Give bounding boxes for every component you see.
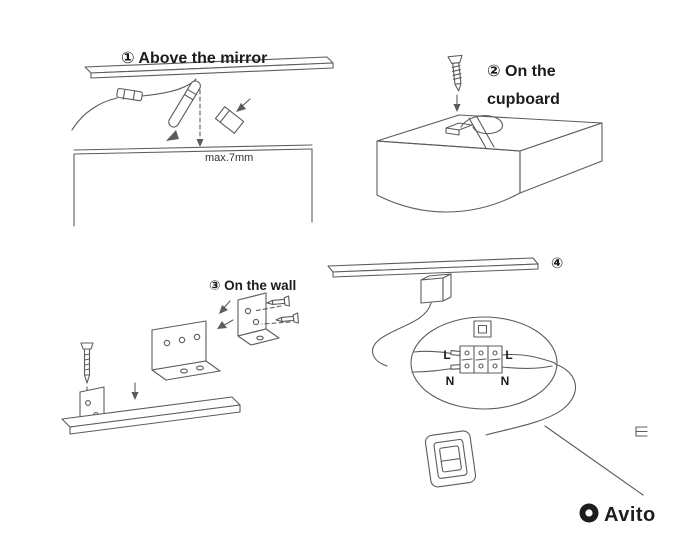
panel1-title: ① Above the mirror	[121, 50, 267, 67]
terminal-label-l-left: L	[443, 348, 450, 362]
lamp-arm	[168, 80, 201, 128]
above-mirror-drawing: max.7mm	[71, 56, 334, 227]
terminal-label-n-right: N	[501, 374, 510, 388]
wall-screw-icon	[80, 342, 94, 384]
terminal-label-l-right: L	[505, 348, 512, 362]
max-depth-annotation: max.7mm	[205, 152, 253, 164]
watermark-text: Avito	[604, 504, 656, 526]
panel2-title-line1: ② On the	[487, 63, 556, 80]
switch-drawing	[424, 430, 477, 488]
panel2-title-line2: cupboard	[487, 91, 560, 108]
terminal-label-n-left: N	[446, 374, 455, 388]
on-cupboard-drawing	[376, 54, 603, 213]
wiring-diagram-drawing	[327, 257, 648, 496]
avito-watermark: Avito	[579, 503, 656, 526]
panel4-title: ④	[551, 256, 563, 272]
bracket-screw-icon	[266, 295, 290, 307]
wall-edge-mark	[635, 426, 648, 437]
anchor-plate	[214, 106, 245, 134]
on-wall-drawing	[61, 292, 299, 435]
bracket-screw-icon	[275, 312, 299, 324]
panel3-title: ③ On the wall	[209, 278, 296, 293]
screw-icon	[447, 54, 463, 92]
